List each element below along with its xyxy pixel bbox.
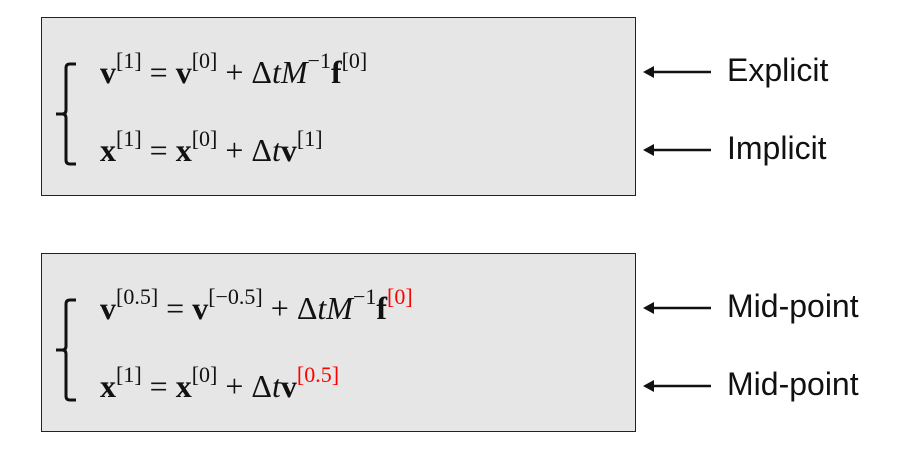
equation-term: x [175, 132, 192, 168]
equation-term: x [100, 132, 116, 168]
equation-term: [0.5] [296, 362, 340, 387]
equation-term: [1] [116, 126, 142, 151]
method-label: Mid-point [727, 288, 859, 324]
equation-term: tM [271, 54, 308, 90]
equation-term: f [376, 290, 388, 326]
equation-term: + [225, 54, 244, 90]
method-label: Explicit [727, 52, 829, 88]
equation-box-midpoint: v[0.5]=v[−0.5]+ΔtM−1f[0]x[1]=x[0]+Δtv[0.… [41, 253, 636, 432]
equation-term: t [271, 368, 281, 404]
equation-term: f [330, 54, 342, 90]
equation-term: [0] [341, 48, 368, 73]
left-arrow-icon [643, 144, 711, 156]
equation-term: Δ [251, 132, 272, 168]
equation-term: [0] [191, 48, 218, 73]
equation: x[1]=x[0]+Δtv[0.5] [100, 362, 339, 405]
equation-term: + [225, 132, 244, 168]
method-label: Implicit [727, 130, 827, 166]
equation-term: [1] [116, 362, 142, 387]
equation-term: + [225, 368, 244, 404]
equation-term: Δ [251, 54, 272, 90]
equation: v[1]=v[0]+ΔtM−1f[0] [100, 48, 367, 91]
equation-term: v [100, 290, 116, 326]
equation-term: v [192, 290, 209, 326]
curly-brace-icon [56, 298, 76, 402]
equation-term: t [271, 132, 281, 168]
equation-term: [0] [191, 126, 218, 151]
equation-term: −1 [352, 284, 377, 309]
equation-term: [1] [116, 48, 142, 73]
equation-box-explicit-implicit: v[1]=v[0]+ΔtM−1f[0]x[1]=x[0]+Δtv[1] [41, 17, 636, 196]
curly-brace-icon [56, 62, 76, 166]
equation-term: = [166, 290, 185, 326]
equation-term: x [175, 368, 192, 404]
left-arrow-icon [643, 380, 711, 392]
equation-term: [0.5] [116, 284, 159, 309]
equation-term: = [149, 54, 168, 90]
equation-term: Δ [296, 290, 318, 326]
equation: v[0.5]=v[−0.5]+ΔtM−1f[0] [100, 284, 413, 327]
equation-term: [1] [296, 126, 323, 151]
equation-term: = [149, 368, 168, 404]
equation-term: v [280, 132, 297, 168]
equation: x[1]=x[0]+Δtv[1] [100, 126, 323, 169]
equation-term: x [100, 368, 116, 404]
equation-term: + [270, 290, 289, 326]
equation-term: v [100, 54, 116, 90]
equation-term: Δ [251, 368, 272, 404]
equation-term: [0] [387, 284, 413, 309]
equation-term: v [175, 54, 192, 90]
equation-term: = [149, 132, 168, 168]
equation-term: [−0.5] [208, 284, 263, 309]
equation-term: tM [317, 290, 353, 326]
left-arrow-icon [643, 66, 711, 78]
equation-term: [0] [191, 362, 218, 387]
equation-term: v [280, 368, 297, 404]
left-arrow-icon [643, 302, 711, 314]
method-label: Mid-point [727, 366, 859, 402]
equation-term: −1 [307, 48, 331, 73]
